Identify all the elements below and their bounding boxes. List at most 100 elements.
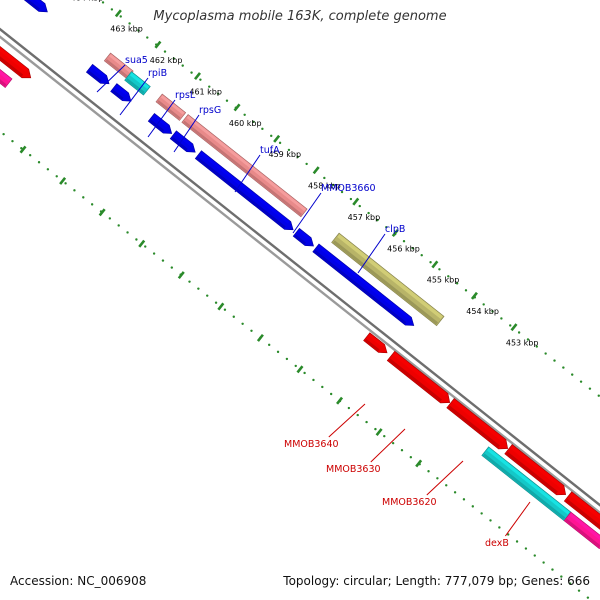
cds-forward-feature	[292, 227, 314, 247]
inner-minor-tick	[267, 343, 271, 347]
backbone-line	[0, 27, 600, 507]
outer-minor-tick	[376, 218, 379, 222]
inner-minor-tick	[276, 350, 280, 354]
cds-reverse-feature-shade	[388, 358, 442, 402]
outer-minor-tick	[252, 120, 255, 123]
inner-minor-tick	[28, 154, 32, 157]
outer-minor-tick	[526, 338, 530, 341]
major-tick	[233, 103, 241, 112]
major-tick	[114, 9, 122, 18]
cds-reverse-feature	[363, 332, 388, 354]
cds-reverse-feature-highlight	[452, 399, 505, 443]
inner-minor-tick	[507, 533, 510, 536]
cds-forward-feature	[194, 150, 294, 231]
cds-forward-feature-body	[169, 130, 196, 153]
outer-minor-tick	[385, 225, 388, 229]
inner-minor-tick	[135, 238, 138, 241]
outer-minor-tick	[438, 268, 441, 271]
inner-minor-tick	[383, 434, 386, 438]
outer-minor-tick	[119, 15, 122, 18]
scale-label: 461 kbp	[189, 87, 222, 96]
gene-name: rpiB	[148, 68, 167, 79]
inner-minor-tick	[152, 252, 156, 255]
outer-tick-track	[101, 1, 600, 397]
outer-minor-tick	[278, 141, 282, 145]
rrna-feature-shade	[182, 120, 302, 216]
gene-name: clpB	[385, 224, 405, 235]
magenta-feature-highlight	[0, 70, 11, 82]
gene-name: rpsL	[175, 90, 196, 101]
inner-minor-tick	[55, 175, 58, 178]
callout-line	[370, 428, 406, 463]
cds-reverse-feature	[504, 444, 567, 496]
gene-name: rpsG	[199, 105, 221, 116]
major-tick	[217, 302, 225, 311]
olive-feature-shade	[332, 240, 439, 325]
cds-reverse-feature-shade	[364, 338, 380, 352]
callout-line	[119, 77, 149, 116]
major-tick	[415, 459, 423, 468]
gene-label-rpsG: rpsG	[173, 105, 221, 153]
trna-feature-shade	[125, 78, 145, 95]
scale-label: 455 kbp	[427, 276, 460, 285]
major-tick	[336, 396, 344, 405]
outer-minor-tick	[553, 359, 556, 362]
outer-minor-tick	[305, 162, 308, 166]
cds-forward-feature-body	[147, 113, 173, 134]
inner-minor-tick	[347, 406, 351, 410]
inner-minor-tick	[20, 147, 23, 150]
outer-minor-tick	[464, 289, 468, 292]
outer-minor-tick	[482, 303, 485, 306]
cds-forward-feature-highlight	[317, 245, 411, 320]
major-tick	[19, 145, 27, 154]
olive-feature-highlight	[337, 234, 443, 320]
inner-minor-tick	[480, 512, 483, 515]
cds-forward-feature-body	[312, 243, 415, 326]
cds-forward-feature-highlight	[34, 0, 44, 6]
outer-minor-tick	[517, 331, 521, 334]
cds-forward-feature	[85, 63, 110, 85]
trna-feature-shade	[482, 453, 566, 520]
outer-minor-tick	[340, 190, 344, 194]
inner-minor-tick	[542, 561, 545, 564]
cds-reverse-feature-shade	[0, 56, 24, 77]
gene-label-MMOB3630: MMOB3630	[326, 428, 406, 475]
outer-minor-tick	[190, 71, 193, 74]
rrna-feature	[181, 114, 308, 218]
trna-feature	[124, 71, 151, 96]
scale-label: 463 kbp	[110, 25, 143, 34]
inner-minor-tick	[188, 280, 191, 283]
outer-minor-tick	[225, 99, 229, 102]
outer-minor-tick	[535, 345, 539, 348]
cds-forward-feature	[147, 113, 173, 134]
cds-forward-feature-shade	[111, 89, 124, 100]
inner-minor-tick	[365, 420, 368, 424]
outer-minor-tick	[571, 373, 574, 376]
inner-minor-tick	[374, 427, 377, 431]
outer-minor-tick	[544, 352, 547, 355]
scale-label: 457 kbp	[348, 213, 381, 222]
cds-reverse-feature-body	[363, 332, 388, 354]
cds-forward-feature-highlight	[153, 114, 169, 128]
cds-forward-feature-body	[110, 83, 132, 102]
gene-label-sua5: sua5	[96, 55, 148, 93]
major-tick	[98, 208, 106, 217]
outer-minor-tick	[455, 282, 459, 285]
inner-minor-tick	[126, 231, 129, 234]
cds-reverse-feature-shade	[505, 451, 558, 494]
gene-label-rpsL: rpsL	[147, 90, 196, 138]
inner-minor-tick	[206, 294, 209, 297]
outer-minor-tick	[270, 134, 273, 138]
major-tick	[510, 323, 518, 332]
callout-line	[173, 114, 200, 153]
inner-minor-tick	[46, 168, 50, 171]
inner-minor-tick	[170, 266, 174, 269]
rrna-feature	[103, 52, 134, 80]
map-title: Mycoplasma mobile 163K, complete genome	[153, 9, 447, 24]
inner-minor-tick	[577, 589, 581, 592]
outer-minor-tick	[597, 394, 600, 397]
inner-minor-tick	[498, 526, 501, 529]
scale-label: 453 kbp	[506, 339, 539, 348]
inner-minor-tick	[214, 301, 218, 304]
gene-name: MMOB3640	[284, 439, 339, 450]
